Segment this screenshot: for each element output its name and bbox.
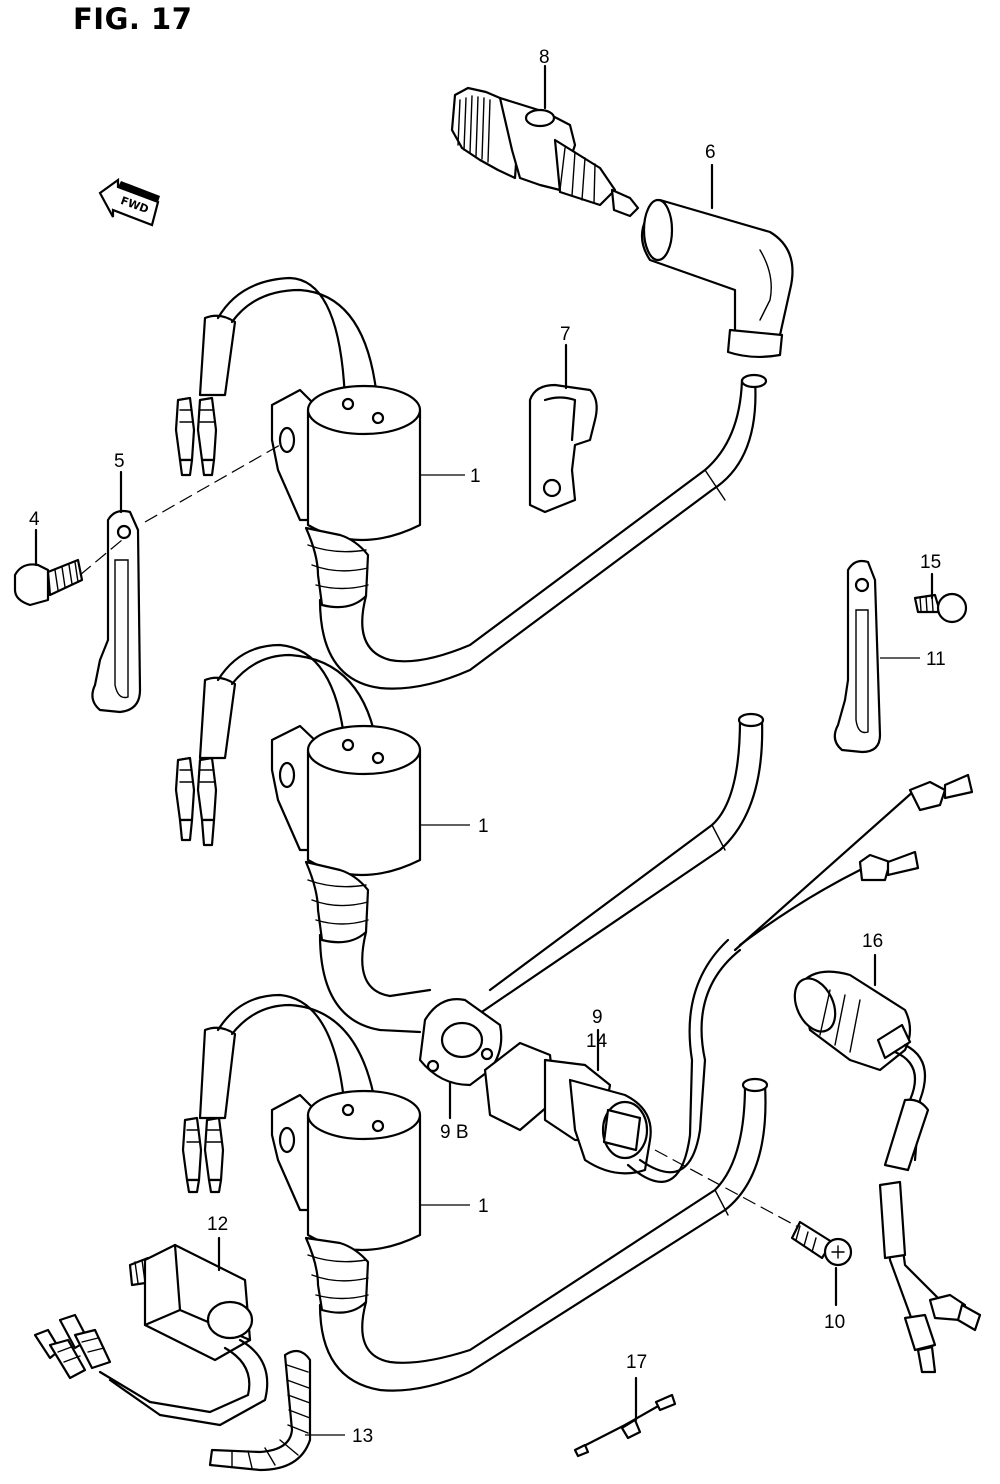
screw-10-icon <box>654 1149 853 1307</box>
figure-title: FIG. 17 <box>73 2 193 36</box>
callout-9: 9 <box>592 1007 603 1028</box>
ignition-coil-3-icon <box>181 993 769 1392</box>
callout-16: 16 <box>862 931 883 952</box>
callout-8: 8 <box>539 47 550 68</box>
callout-7: 7 <box>560 324 571 345</box>
fwd-arrow-icon: FWD <box>98 177 160 227</box>
strap-11-icon <box>833 559 920 754</box>
spark-plug-icon <box>450 64 640 218</box>
bolt-icon <box>13 528 84 607</box>
callout-4: 4 <box>29 509 40 530</box>
switch-12-icon <box>98 1236 269 1427</box>
callout-9b: 9 B <box>440 1122 469 1143</box>
callout-6: 6 <box>705 142 716 163</box>
ignition-coil-2-icon <box>174 643 765 1034</box>
ignition-coil-1-icon <box>174 276 768 690</box>
sensor-icon <box>483 773 974 1183</box>
callout-14: 14 <box>586 1031 608 1052</box>
callout-13: 13 <box>352 1426 373 1447</box>
callout-17: 17 <box>626 1352 647 1373</box>
callout-11: 11 <box>926 649 946 670</box>
connector-plugs-icon <box>33 1313 112 1380</box>
spiral-tube-icon <box>208 1349 345 1472</box>
strap-5-icon <box>91 470 142 714</box>
sensor-gasket-icon <box>418 998 503 1120</box>
callout-10: 10 <box>824 1312 845 1333</box>
wire-17-icon <box>573 1376 677 1458</box>
callout-1b: 1 <box>478 816 489 837</box>
callout-1a: 1 <box>470 466 481 487</box>
callout-15: 15 <box>920 552 941 573</box>
screw-15-icon <box>913 572 968 624</box>
callout-12: 12 <box>207 1214 228 1235</box>
spark-plug-cap-icon <box>640 163 794 359</box>
callout-1c: 1 <box>478 1196 489 1217</box>
switch-16-icon <box>793 953 982 1374</box>
clamp-icon <box>528 343 598 514</box>
callout-5: 5 <box>114 451 125 472</box>
